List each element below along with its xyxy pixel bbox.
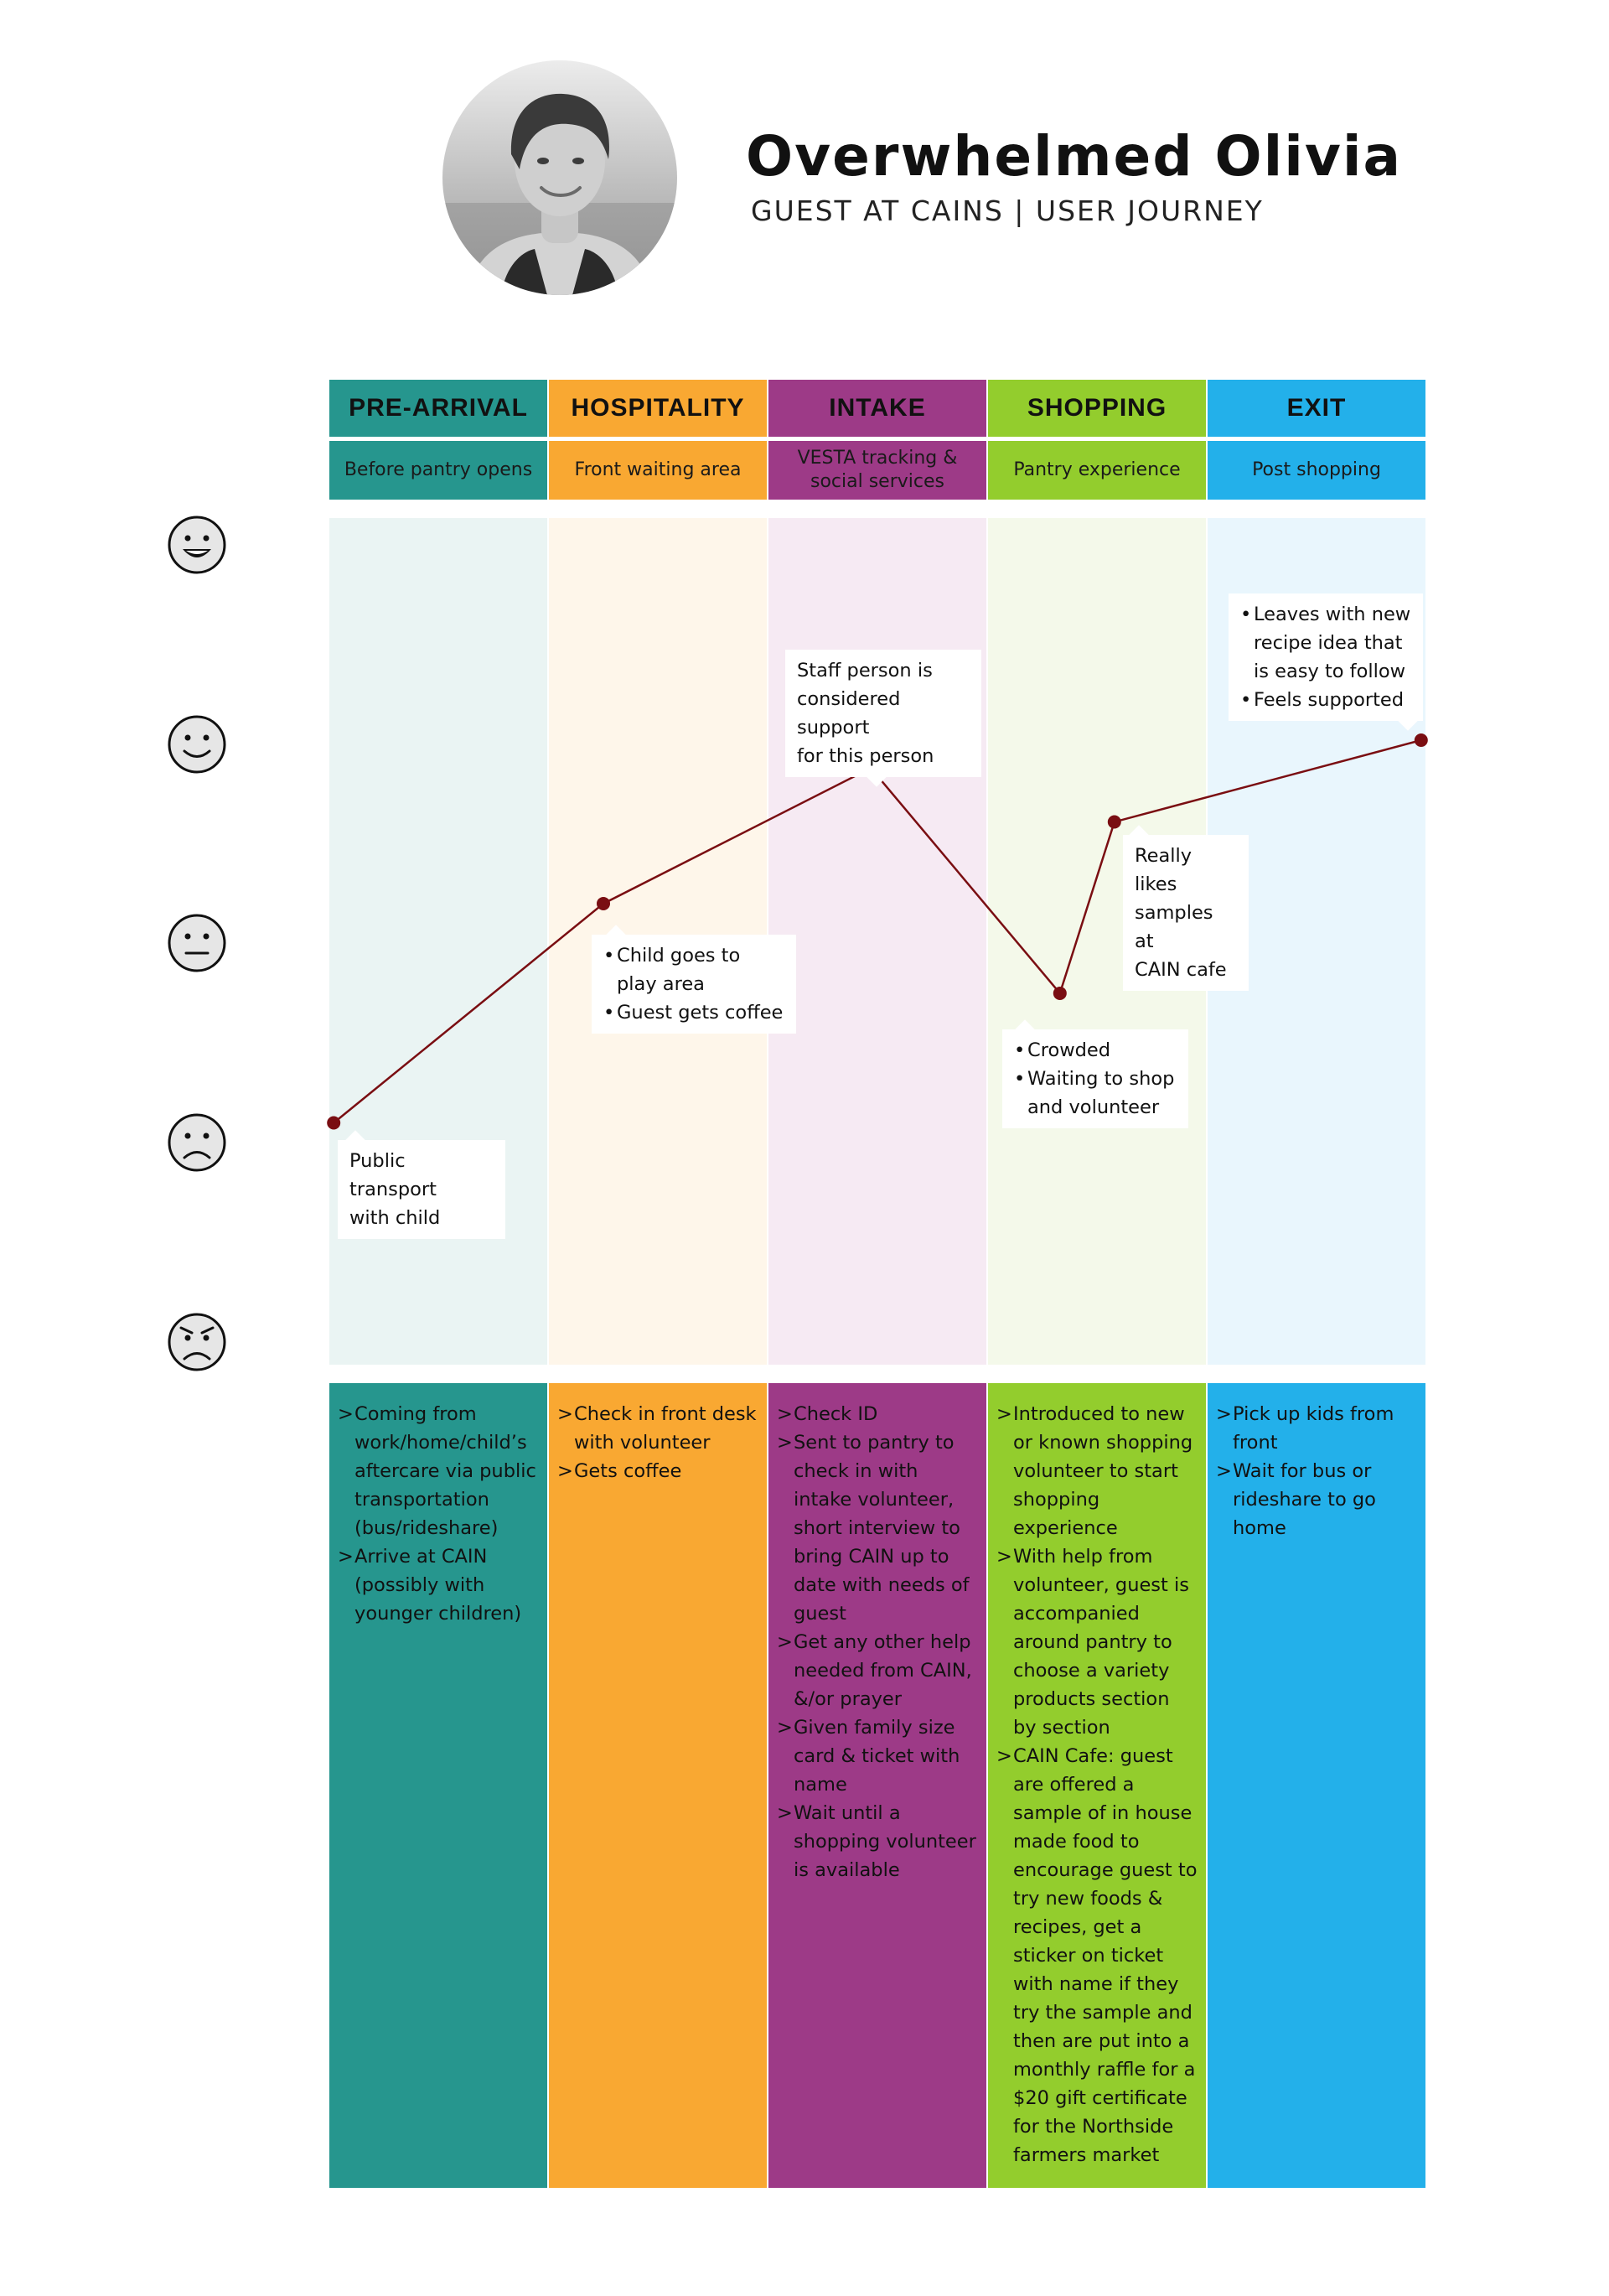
stage-step: Gets coffee <box>557 1457 758 1485</box>
persona-photo <box>442 60 677 295</box>
stage-step: Wait until a shopping volunteer is avail… <box>777 1799 978 1884</box>
stage-step: CAIN Cafe: guest are offered a sample of… <box>996 1742 1198 2169</box>
annotation-text: Staff person is considered support for t… <box>797 660 934 767</box>
stage-step: Pick up kids from front <box>1216 1400 1417 1457</box>
stage-step: Arrive at CAIN (possibly with younger ch… <box>338 1542 539 1628</box>
stage-step: Given family size card & ticket with nam… <box>777 1713 978 1799</box>
stage-title-shopping: SHOPPING <box>988 380 1206 437</box>
stage-title-intake: INTAKE <box>768 380 986 437</box>
stage-details-intake: Check IDSent to pantry to check in with … <box>768 1383 986 2188</box>
stage-step: Coming from work/home/child’s aftercare … <box>338 1400 539 1542</box>
stage-details-pre-arrival: Coming from work/home/child’s aftercare … <box>329 1383 547 2188</box>
stage-step: Check in front desk with volunteer <box>557 1400 758 1457</box>
stage-step: Check ID <box>777 1400 978 1428</box>
annotation-list: CrowdedWaiting to shop and volunteer <box>1014 1036 1177 1122</box>
stage-title-hospitality: HOSPITALITY <box>549 380 767 437</box>
stage-title-pre-arrival: PRE-ARRIVAL <box>329 380 547 437</box>
stage-steps-list: Introduced to new or known shopping volu… <box>996 1400 1198 2169</box>
stage-title-exit: EXIT <box>1208 380 1425 437</box>
annotation-text: Really likes samples at CAIN cafe <box>1135 845 1227 981</box>
neutral-face-icon <box>166 912 228 974</box>
stage-steps-list: Pick up kids from frontWait for bus or r… <box>1216 1400 1417 1542</box>
stage-step: Get any other help needed from CAIN, &/o… <box>777 1628 978 1713</box>
stage-emotion-band-intake <box>768 518 986 1365</box>
annotation-item: Crowded <box>1014 1036 1177 1065</box>
annotation-callout: Leaves with new recipe idea that is easy… <box>1229 593 1423 731</box>
stage-steps-list: Coming from work/home/child’s aftercare … <box>338 1400 539 1628</box>
annotation-item: Waiting to shop and volunteer <box>1014 1065 1177 1122</box>
stage-steps-list: Check in front desk with volunteerGets c… <box>557 1400 758 1485</box>
stage-steps-list: Check IDSent to pantry to check in with … <box>777 1400 978 1884</box>
stage-subtitle-intake: VESTA tracking & social services <box>768 441 986 500</box>
stage-details-shopping: Introduced to new or known shopping volu… <box>988 1383 1206 2188</box>
annotation-callout: Public transport with child <box>338 1130 505 1239</box>
annotation-item: Feels supported <box>1240 686 1411 714</box>
persona-role: GUEST AT CAINS | USER JOURNEY <box>751 194 1264 227</box>
annotation-callout: Really likes samples at CAIN cafe <box>1123 825 1249 991</box>
annotation-callout: CrowdedWaiting to shop and volunteer <box>1002 1019 1188 1128</box>
stage-step: Introduced to new or known shopping volu… <box>996 1400 1198 1542</box>
stage-details-hospitality: Check in front desk with volunteerGets c… <box>549 1383 767 2188</box>
stage-step: Wait for bus or rideshare to go home <box>1216 1457 1417 1542</box>
annotation-item: Leaves with new recipe idea that is easy… <box>1240 600 1411 686</box>
laughing-face-icon <box>166 514 228 576</box>
frowning-face-icon <box>166 1112 228 1174</box>
annotation-item: Child goes to play area <box>603 941 784 998</box>
annotation-list: Leaves with new recipe idea that is easy… <box>1240 600 1411 714</box>
stage-step: Sent to pantry to check in with intake v… <box>777 1428 978 1628</box>
angry-face-icon <box>166 1311 228 1373</box>
stage-subtitle-pre-arrival: Before pantry opens <box>329 441 547 500</box>
stage-subtitle-hospitality: Front waiting area <box>549 441 767 500</box>
annotation-list: Child goes to play areaGuest gets coffee <box>603 941 784 1027</box>
annotation-callout: Child goes to play areaGuest gets coffee <box>592 925 796 1034</box>
stage-step: With help from volunteer, guest is accom… <box>996 1542 1198 1742</box>
annotation-callout: Staff person is considered support for t… <box>785 650 981 787</box>
persona-name: Overwhelmed Olivia <box>746 124 1403 189</box>
stage-subtitle-shopping: Pantry experience <box>988 441 1206 500</box>
stage-details-exit: Pick up kids from frontWait for bus or r… <box>1208 1383 1425 2188</box>
stage-subtitle-exit: Post shopping <box>1208 441 1425 500</box>
annotation-text: Public transport with child <box>349 1150 441 1229</box>
smiling-face-icon <box>166 713 228 775</box>
annotation-item: Guest gets coffee <box>603 998 784 1027</box>
